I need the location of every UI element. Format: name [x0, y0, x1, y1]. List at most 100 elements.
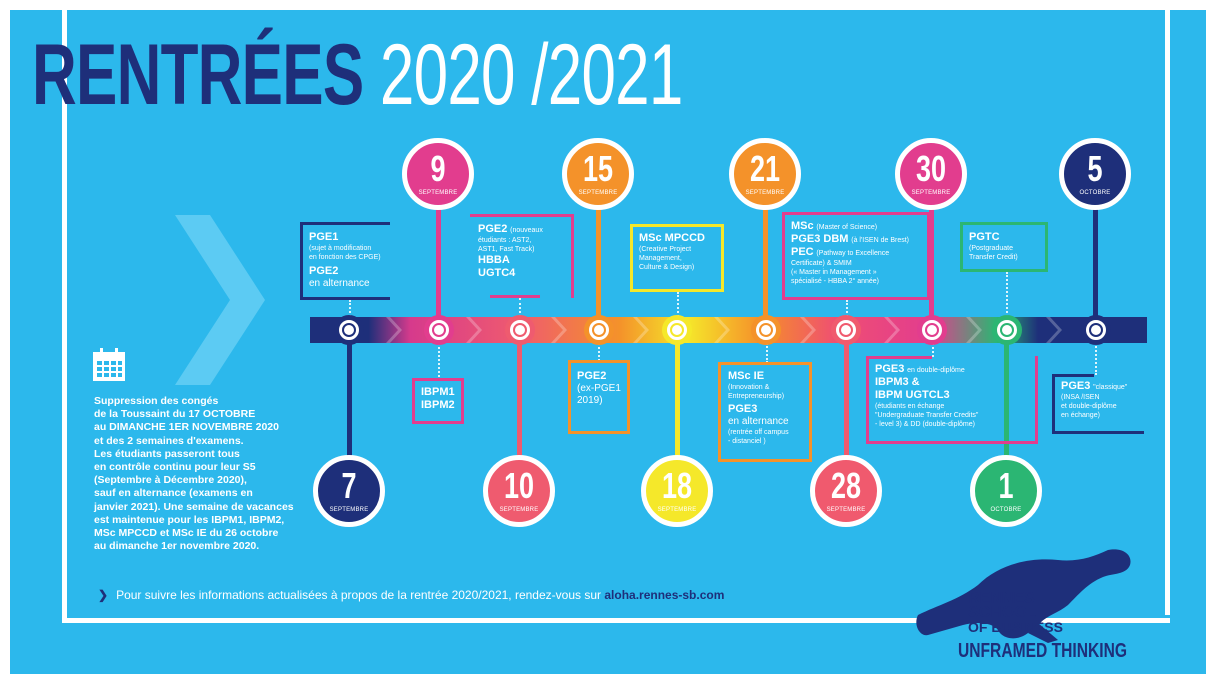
- program-note: Transfer Credit): [969, 254, 1018, 261]
- date-month: SEPTEMBRE: [329, 507, 369, 513]
- program-note: (Pathway to Excellence: [816, 250, 890, 257]
- program-name: PEC: [791, 246, 814, 258]
- website-link[interactable]: aloha.rennes-sb.com: [604, 588, 725, 602]
- connector: [677, 292, 679, 317]
- notice-line: MSc MPCCD et MSc IE du 26 octobre: [94, 527, 279, 540]
- program-note: (rentrée off campus: [728, 429, 789, 436]
- program-box-sep7: PGE1 (sujet à modification en fonction d…: [300, 222, 390, 300]
- date-month: SEPTEMBRE: [578, 190, 618, 196]
- program-note: (ex-PGE1: [577, 383, 621, 394]
- timeline-node-18: [662, 315, 692, 345]
- title-part-years: 2020 /2021: [379, 27, 683, 123]
- program-note: (nouveaux: [510, 227, 543, 234]
- date-month: OCTOBRE: [990, 507, 1022, 513]
- date-month: SEPTEMBRE: [657, 507, 697, 513]
- program-note: "Undergraduate Transfer Credits": [875, 412, 979, 419]
- stem-9: [436, 200, 441, 320]
- connector: [519, 298, 521, 317]
- logo-line: SCHOOL: [968, 604, 1037, 621]
- program-name: IBPM1: [421, 386, 455, 398]
- date-circle-28: 28 SEPTEMBRE: [810, 455, 882, 527]
- chevron-right-icon: ❯: [98, 588, 109, 602]
- frame-line-top-right: [1165, 10, 1170, 615]
- date-day: 7: [341, 465, 357, 506]
- program-box-sep7-bottom: [300, 297, 390, 300]
- footer-text: Pour suivre les informations actualisées…: [116, 588, 602, 602]
- connector: [349, 300, 351, 317]
- date-circle-18: 18 SEPTEMBRE: [641, 455, 713, 527]
- program-name: PGE3: [728, 403, 758, 415]
- date-day: 30: [915, 148, 947, 189]
- stem-5: [1093, 200, 1098, 320]
- program-name: PGE2: [478, 223, 508, 235]
- frame-line-bottom: [62, 618, 1170, 623]
- program-note: Certificate) & SMIM: [791, 260, 852, 267]
- connector: [766, 343, 768, 363]
- notice-line: Suppression des congés: [94, 395, 219, 407]
- school-logo-text: RENNES SCHOOL OF BUSINESS UNFRAMED THINK…: [958, 590, 1175, 663]
- timeline-node-9: [424, 315, 454, 345]
- connector: [1095, 343, 1097, 375]
- notice-line: au DIMANCHE 1ER NOVEMBRE 2020: [94, 421, 279, 434]
- date-circle-15: 15 SEPTEMBRE: [562, 138, 634, 210]
- notice-line: janvier 2021). Une semaine de vacances: [94, 500, 294, 513]
- program-note: - level 3) & DD (double-diplôme): [875, 421, 975, 428]
- notice-line: Les étudiants passeront tous: [94, 447, 240, 460]
- program-name: IBPM3 &: [875, 376, 920, 388]
- timeline-node-21: [751, 315, 781, 345]
- date-circle-9: 9 SEPTEMBRE: [402, 138, 474, 210]
- stem-15: [596, 202, 601, 320]
- date-circle-1: 1 OCTOBRE: [970, 455, 1042, 527]
- date-day: 28: [830, 465, 862, 506]
- notice-line: est maintenue pour les IBPM1, IBPM2,: [94, 513, 285, 526]
- program-box-sep9: IBPM1 IBPM2: [412, 378, 464, 424]
- program-box-sep9-top: [412, 378, 464, 381]
- timeline-node-15: [584, 315, 614, 345]
- date-circle-10: 10 SEPTEMBRE: [483, 455, 555, 527]
- program-box-sep15-top: [568, 360, 630, 363]
- program-box-sep30-top: [866, 356, 932, 359]
- program-note: (étudiants en échange: [875, 403, 945, 410]
- program-note: en alternance: [309, 278, 370, 289]
- program-note: Entrepreneurship): [728, 393, 785, 400]
- connector: [1006, 272, 1008, 317]
- stem-7: [347, 340, 352, 470]
- stem-30: [929, 200, 934, 320]
- date-circle-5: 5 OCTOBRE: [1059, 138, 1131, 210]
- program-note: (INSA /ISEN: [1061, 394, 1100, 401]
- program-name: MSc: [791, 220, 814, 232]
- stem-1: [1004, 340, 1009, 470]
- logo-line: RENNES: [968, 590, 1035, 607]
- program-box-sep28: MSc (Master of Science) PGE3 DBM (à l'IS…: [782, 212, 930, 300]
- program-note: en fonction des CPGE): [309, 254, 381, 261]
- program-box-sep18: MSc MPCCD (Creative Project Management, …: [630, 224, 724, 292]
- program-note: (Postgraduate: [969, 245, 1013, 252]
- program-name: PGE1: [309, 231, 339, 243]
- program-note: en alternance: [728, 416, 789, 427]
- timeline-node-7: [334, 315, 364, 345]
- date-month: SEPTEMBRE: [499, 507, 539, 513]
- program-name: PGE2: [577, 370, 607, 382]
- program-note: spécialisé - HBBA 2° année): [791, 278, 880, 285]
- program-name: MSc IE: [728, 370, 765, 382]
- program-note: étudiants : AST2,: [478, 237, 532, 244]
- notice-line: sauf en alternance (examens en: [94, 487, 253, 500]
- program-box-sep15: PGE2 (ex-PGE1 2019): [568, 360, 630, 434]
- chevron-icon: [175, 215, 265, 385]
- date-day: 9: [430, 148, 446, 189]
- notice-line: (Septembre à Décembre 2020),: [94, 474, 247, 487]
- date-circle-21: 21 SEPTEMBRE: [729, 138, 801, 210]
- program-box-oct1: PGTC (Postgraduate Transfer Credit): [960, 222, 1048, 272]
- program-name: PGE3: [875, 363, 905, 375]
- frame-line-left: [62, 10, 67, 618]
- program-note: (sujet à modification: [309, 245, 372, 252]
- program-note: (Master of Science): [816, 224, 878, 231]
- logo-tagline: UNFRAMED THINKING: [958, 640, 1127, 662]
- program-note: "classique": [1093, 384, 1128, 391]
- program-box-sep10: PGE2 (nouveaux étudiants : AST2, AST1, F…: [470, 214, 574, 298]
- timeline-node-1: [992, 315, 1022, 345]
- timeline-node-30: [917, 315, 947, 345]
- program-box-sep30: PGE3 en double-diplôme IBPM3 & IBPM UGTC…: [866, 356, 1038, 444]
- program-box-oct1-bottom: [960, 269, 1048, 272]
- panther-logo-icon: [916, 549, 1131, 643]
